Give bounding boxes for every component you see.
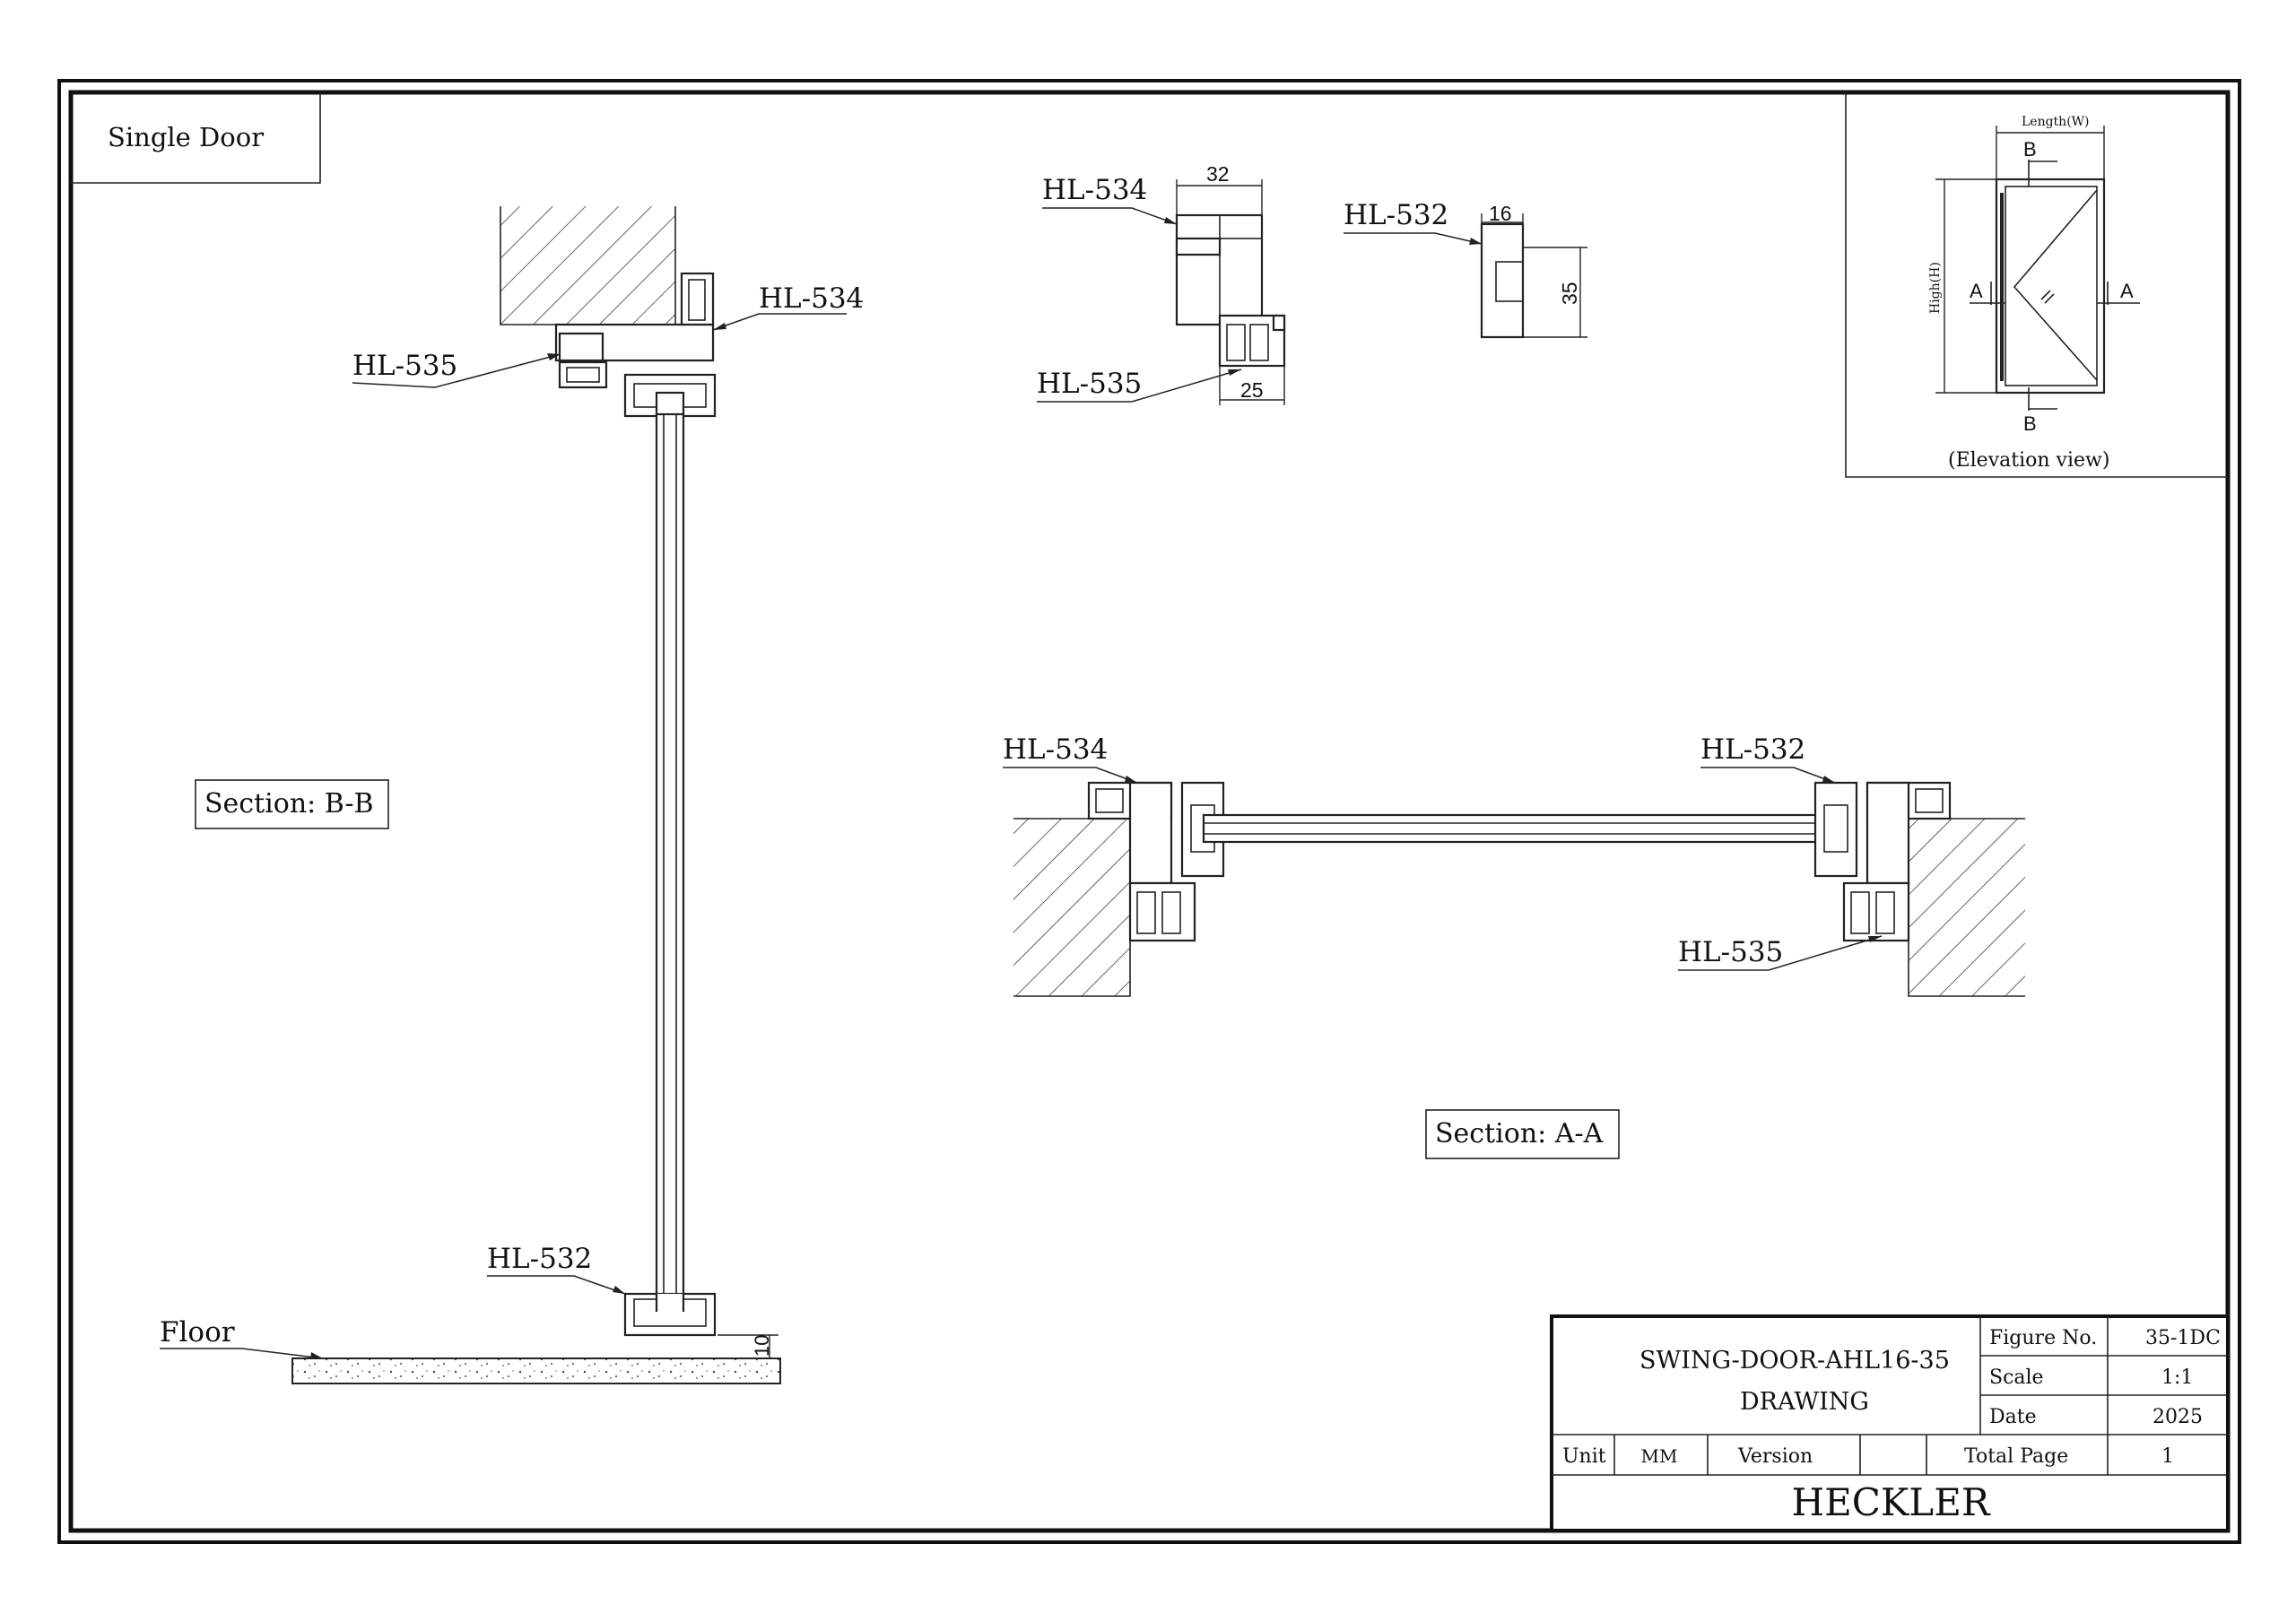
inner-border	[68, 90, 2231, 1533]
elevation-length-label: Length(W)	[2022, 115, 2090, 129]
label-floor: Floor	[160, 1316, 235, 1349]
section-aa-label-box	[1425, 1109, 1620, 1159]
version-label: Version	[1737, 1445, 1813, 1468]
total-page-value: 1	[2161, 1445, 2174, 1468]
elevation-view-label: (Elevation view)	[1948, 449, 2109, 472]
dim-hl532-width: 16	[1489, 202, 1512, 225]
elevation-height-label: High(H)	[1928, 262, 1943, 314]
section-bb-label: Section: B-B	[204, 788, 374, 820]
elevation-mark-b-bottom: B	[2023, 412, 2037, 435]
figure-no-value: 35-1DC	[2145, 1327, 2221, 1349]
section-bb-drawing: 10 HL-535 HL-534 HL-532 Floor	[160, 206, 864, 1384]
single-door-label-box: Single Door	[71, 92, 321, 184]
company-name: HECKLER	[1792, 1480, 1991, 1524]
single-door-label: Single Door	[108, 122, 264, 152]
dim-hl534-width: 32	[1206, 162, 1230, 186]
label-hl532-detail: HL-532	[1344, 199, 1448, 231]
header-wall-hatch	[500, 206, 675, 325]
door-glass-panel	[655, 412, 685, 1311]
dim-hl535-width: 25	[1240, 378, 1264, 402]
floor-slab	[291, 1357, 781, 1384]
label-hl534-aa: HL-534	[1003, 733, 1108, 766]
elevation-mark-a-left: A	[1970, 280, 1983, 302]
date-value: 2025	[2152, 1406, 2203, 1428]
drawing-title-line2: DRAWING	[1740, 1388, 1869, 1416]
dim-floor-gap: 10	[751, 1335, 773, 1357]
figure-no-label: Figure No.	[1989, 1327, 2097, 1349]
profile-hl535-top	[558, 332, 604, 362]
label-hl532-aa: HL-532	[1700, 733, 1805, 766]
label-hl534-detail: HL-534	[1042, 174, 1147, 206]
elevation-door-outline	[1995, 178, 2106, 395]
elevation-view: Length(W) High(H) B B A A (Elevation vie…	[1845, 92, 2228, 478]
profile-hl534-top	[554, 323, 715, 362]
section-bb-label-box	[195, 779, 389, 829]
unit-label: Unit	[1562, 1445, 1606, 1468]
section-aa-drawing: HL-534 HL-532 HL-535	[1003, 733, 2025, 997]
dim-hl532-height: 35	[1558, 282, 1581, 305]
left-wall-hatch	[1013, 819, 1130, 996]
label-hl534-bb: HL-534	[759, 282, 864, 315]
title-block: SWING-DOOR-AHL16-35 DRAWING Figure No. 3…	[1550, 1314, 2230, 1532]
label-hl535-bb: HL-535	[352, 350, 457, 382]
profile-detail-hl534-hl535: 32 25 HL-534 HL-535	[1037, 162, 1286, 405]
label-hl532-bb: HL-532	[487, 1243, 592, 1275]
date-label: Date	[1989, 1406, 2037, 1428]
label-hl535-detail: HL-535	[1037, 368, 1142, 400]
elevation-mark-a-right: A	[2120, 280, 2134, 302]
drawing-title-line1: SWING-DOOR-AHL16-35	[1639, 1347, 1950, 1375]
scale-value: 1:1	[2161, 1366, 2193, 1389]
outer-border	[57, 79, 2241, 1544]
right-wall-hatch	[1909, 819, 2025, 996]
section-aa-label: Section: A-A	[1435, 1118, 1604, 1149]
elevation-mark-b-top: B	[2023, 138, 2037, 160]
total-page-label: Total Page	[1964, 1445, 2068, 1468]
label-hl535-aa: HL-535	[1678, 936, 1783, 968]
glass-panel-aa	[1202, 813, 1833, 844]
unit-value: MM	[1641, 1445, 1678, 1467]
profile-detail-hl532: 16 35 HL-532	[1344, 199, 1587, 339]
scale-label: Scale	[1989, 1366, 2044, 1389]
